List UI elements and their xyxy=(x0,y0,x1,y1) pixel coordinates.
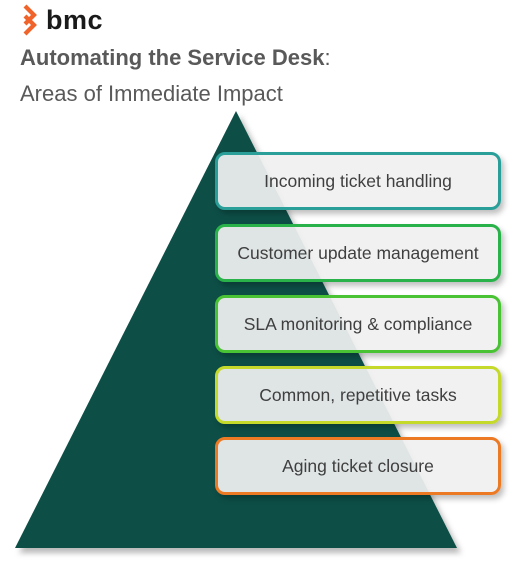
impact-item-aging-ticket-closure: Aging ticket closure xyxy=(215,437,501,495)
impact-item-label: Customer update management xyxy=(237,242,479,263)
title-text: Automating the Service Desk xyxy=(20,45,325,70)
logo-wordmark: bmc xyxy=(46,5,104,35)
page-subtitle: Areas of Immediate Impact xyxy=(20,81,283,106)
impact-item-incoming-ticket-handling: Incoming ticket handling xyxy=(215,152,501,210)
bmc-logo: bmc xyxy=(20,4,103,36)
impact-item-label: SLA monitoring & compliance xyxy=(243,313,473,334)
impact-item-label: Aging ticket closure xyxy=(282,455,434,476)
bmc-chevron-icon xyxy=(23,4,37,36)
impact-item-label: Common, repetitive tasks xyxy=(259,384,457,405)
impact-item-sla-monitoring: SLA monitoring & compliance xyxy=(215,295,501,353)
impact-item-common-repetitive-tasks: Common, repetitive tasks xyxy=(215,366,501,424)
title-colon: : xyxy=(324,45,331,70)
impact-item-customer-update-management: Customer update management xyxy=(215,224,501,282)
page-title: Automating the Service Desk: xyxy=(20,45,331,71)
impact-item-label: Incoming ticket handling xyxy=(264,170,452,191)
